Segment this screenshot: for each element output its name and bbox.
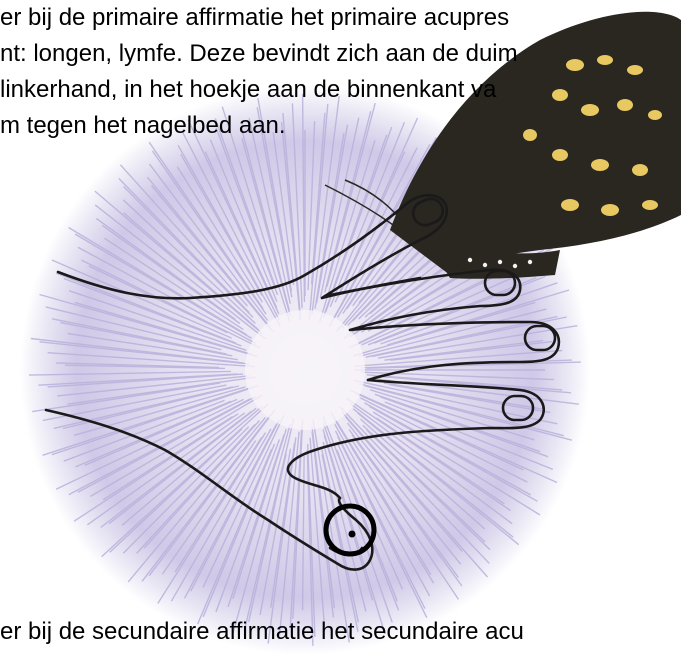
paragraph-line-2: nt: longen, lymfe. Deze bevindt zich aan… <box>0 36 681 72</box>
paragraph-line-4: m tegen het nagelbed aan. <box>0 108 681 144</box>
next-paragraph-line: er bij de secundaire affirmatie het secu… <box>0 614 681 650</box>
paragraph-line-1: er bij de primaire affirmatie het primai… <box>0 0 681 36</box>
little-finger-outline <box>288 380 544 498</box>
acupressure-point-dot <box>349 531 356 538</box>
index-finger-outline <box>58 195 447 298</box>
thumb-outline <box>46 410 372 570</box>
middle-finger-outline <box>325 270 559 380</box>
paragraph-line-3: linkerhand, in het hoekje aan de binnenk… <box>0 72 681 108</box>
instruction-paragraph: er bij de primaire affirmatie het primai… <box>0 0 681 144</box>
